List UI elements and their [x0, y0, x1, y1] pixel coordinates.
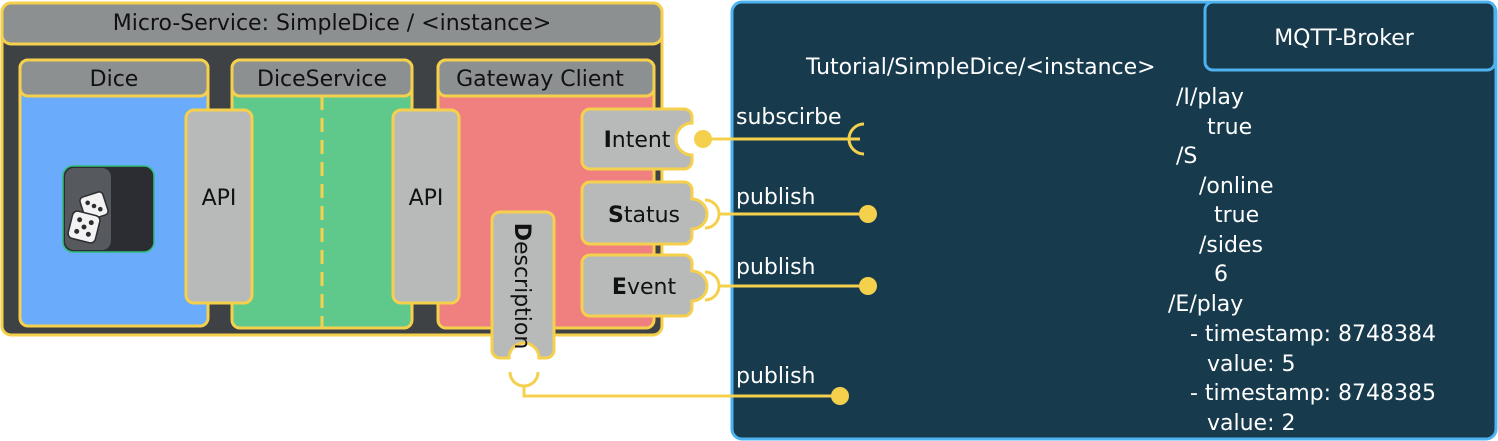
topic-status-online-value: true [1214, 203, 1259, 228]
topic-status-sides-value: 6 [1214, 262, 1228, 287]
dice-component: Dice [18, 58, 210, 328]
intent-port-initial: I [604, 128, 612, 153]
description-connection-label: publish [736, 364, 816, 389]
status-connector-dot [859, 205, 877, 223]
topic-status-sides: /sides [1199, 233, 1263, 258]
event-entry-1-timestamp: - timestamp: 8748384 [1190, 322, 1436, 347]
broker-title-box [1203, 0, 1497, 72]
status-port-label: tatus [624, 203, 680, 228]
event-entry-2-timestamp: - timestamp: 8748385 [1190, 381, 1436, 406]
description-connector-dot [831, 387, 849, 405]
topic-status: /S [1176, 144, 1197, 169]
event-port-label: vent [627, 275, 676, 300]
dice-icon [62, 165, 155, 253]
svg-text:Description: Description [509, 223, 534, 350]
api-block-left: API [184, 108, 254, 305]
dice-service-component: DiceService [230, 58, 414, 330]
mqtt-broker-panel: MQTT-Broker Tutorial/SimpleDice/<instanc… [730, 0, 1498, 441]
topic-root: Tutorial/SimpleDice/<instance> [805, 55, 1156, 80]
gateway-client-title: Gateway Client [456, 67, 624, 92]
topic-tree: /I/play true /S /online true /sides 6 /E… [1168, 85, 1436, 436]
api-block-right: API [391, 108, 461, 305]
svg-text:Intent: Intent [604, 128, 671, 153]
subscribe-socket-icon [847, 122, 865, 156]
event-port-initial: E [612, 275, 627, 300]
microservice-header [0, 1, 664, 46]
topic-intent-play: /I/play [1176, 85, 1244, 110]
connections: subscirbe publish publish publish [508, 105, 877, 405]
status-port: Status [580, 180, 709, 246]
status-port-initial: S [608, 203, 624, 228]
status-connection-label: publish [736, 185, 816, 210]
description-port: Description [490, 210, 556, 360]
dice-title: Dice [90, 67, 139, 92]
api-label-left: API [202, 186, 237, 211]
event-port: Event [580, 253, 709, 318]
dice-service-title: DiceService [257, 67, 387, 92]
intent-port-label: ntent [612, 128, 671, 153]
event-connection-label: publish [736, 255, 816, 280]
api-label-right: API [409, 186, 444, 211]
intent-port: Intent [580, 107, 694, 171]
intent-connection-label: subscirbe [736, 105, 842, 130]
event-entry-2-value: value: 2 [1207, 411, 1296, 436]
svg-text:Event: Event [612, 275, 677, 300]
event-connector-dot [859, 277, 877, 295]
broker-title: MQTT-Broker [1274, 26, 1415, 51]
microservice-frame: Micro-Service: SimpleDice / <instance> D… [0, 1, 664, 337]
topic-intent-play-value: true [1207, 115, 1252, 140]
topic-event-play: /E/play [1168, 292, 1243, 317]
description-port-label: escription [509, 241, 534, 349]
description-port-initial: D [509, 223, 534, 241]
event-entry-1-value: value: 5 [1207, 352, 1296, 377]
svg-text:Status: Status [608, 203, 680, 228]
topic-status-online: /online [1199, 174, 1274, 199]
microservice-title: Micro-Service: SimpleDice / <instance> [113, 11, 552, 36]
